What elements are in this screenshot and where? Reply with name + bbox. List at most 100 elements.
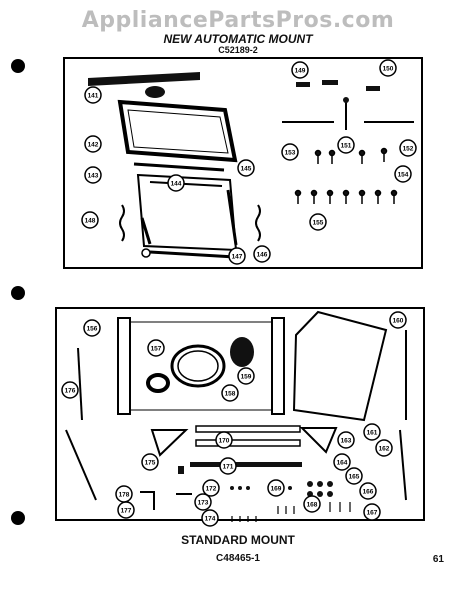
callout-label: 152 — [403, 146, 414, 153]
callout-circle — [337, 431, 355, 449]
bracket-part — [299, 427, 338, 454]
callout-circle — [389, 311, 407, 329]
callout-157: 157 — [147, 339, 165, 357]
callout-label: 168 — [307, 502, 318, 509]
callout-label: 163 — [341, 438, 352, 445]
callout-label: 143 — [88, 173, 99, 180]
callout-155: 155 — [309, 213, 327, 231]
bottom-section-title: STANDARD MOUNT — [181, 533, 295, 547]
callout-label: 164 — [337, 460, 348, 467]
channel-part — [149, 181, 223, 187]
top-rail-part — [88, 72, 200, 86]
grommet-part — [146, 373, 170, 393]
callout-label: 172 — [206, 486, 217, 493]
callout-circle — [237, 159, 255, 177]
callout-label: 176 — [65, 388, 76, 395]
callout-143: 143 — [84, 166, 102, 184]
strip-part — [77, 347, 83, 421]
callout-circle — [147, 339, 165, 357]
callout-148: 148 — [81, 211, 99, 229]
callout-177: 177 — [117, 501, 135, 519]
callout-label: 158 — [225, 391, 236, 398]
watermark: AppliancePartsPros.com — [81, 8, 395, 33]
callout-circle — [394, 165, 412, 183]
callout-151: 151 — [337, 136, 355, 154]
callout-142: 142 — [84, 135, 102, 153]
frame-inner — [127, 109, 229, 154]
top-panel-border — [63, 57, 423, 269]
callout-circle — [194, 493, 212, 511]
callout-label: 162 — [379, 446, 390, 453]
rail-part — [195, 439, 301, 447]
callout-label: 178 — [119, 492, 130, 499]
callout-161: 161 — [363, 423, 381, 441]
callout-176: 176 — [61, 381, 79, 399]
callout-147: 147 — [228, 247, 246, 265]
top-section-title: NEW AUTOMATIC MOUNT — [163, 32, 313, 46]
callout-label: 142 — [88, 142, 99, 149]
callout-166: 166 — [359, 482, 377, 500]
callout-circle — [84, 86, 102, 104]
callout-label: 156 — [87, 326, 98, 333]
callout-circle — [228, 247, 246, 265]
callout-label: 149 — [295, 68, 306, 75]
binder-hole — [11, 511, 25, 525]
callout-label: 150 — [383, 66, 394, 73]
callout-141: 141 — [84, 86, 102, 104]
callout-label: 147 — [232, 254, 243, 261]
strip-part — [399, 429, 407, 501]
callout-circle — [363, 423, 381, 441]
callout-156: 156 — [83, 319, 101, 337]
callout-circle — [84, 135, 102, 153]
callout-label: 166 — [363, 489, 374, 496]
rail-part — [133, 162, 225, 172]
callout-170: 170 — [215, 431, 233, 449]
callout-circle — [61, 381, 79, 399]
callout-label: 157 — [151, 346, 162, 353]
callout-circle — [363, 503, 381, 521]
callout-164: 164 — [333, 453, 351, 471]
bracket-part — [150, 429, 189, 457]
callout-label: 170 — [219, 438, 230, 445]
callout-label: 146 — [257, 252, 268, 259]
side-part — [140, 217, 152, 245]
callout-165: 165 — [345, 467, 363, 485]
callout-144: 144 — [167, 174, 185, 192]
callout-circle — [399, 139, 417, 157]
callout-circle — [141, 453, 159, 471]
screw-rows-bottom — [231, 502, 351, 522]
callout-label: 148 — [85, 218, 96, 225]
callout-149: 149 — [291, 61, 309, 79]
callout-178: 178 — [115, 485, 133, 503]
callout-label: 144 — [171, 181, 182, 188]
brace-part — [65, 429, 97, 501]
bottom-rail-part — [149, 250, 236, 259]
screw-head — [343, 97, 349, 103]
callout-circle — [379, 59, 397, 77]
callout-circle — [202, 479, 220, 497]
screw-row-1 — [314, 147, 388, 164]
rail-part — [190, 462, 302, 467]
top-section-code: C52189-2 — [218, 45, 258, 55]
callout-circle — [333, 453, 351, 471]
callout-167: 167 — [363, 503, 381, 521]
callout-label: 161 — [367, 430, 378, 437]
callout-circle — [309, 213, 327, 231]
callout-162: 162 — [375, 439, 393, 457]
callout-circle — [237, 367, 255, 385]
gasket-part — [145, 86, 165, 98]
bottom-section-code: C48465-1 — [216, 553, 260, 564]
callout-158: 158 — [221, 384, 239, 402]
seal-strip-left — [119, 204, 125, 242]
callout-circle — [219, 457, 237, 475]
callout-label: 165 — [349, 474, 360, 481]
callout-circle — [215, 431, 233, 449]
callout-label: 177 — [121, 508, 132, 515]
callout-label: 151 — [341, 143, 352, 150]
callout-circle — [115, 485, 133, 503]
callout-circle — [83, 319, 101, 337]
bracket-part — [366, 86, 380, 91]
callout-145: 145 — [237, 159, 255, 177]
gasket-ring — [170, 344, 226, 388]
